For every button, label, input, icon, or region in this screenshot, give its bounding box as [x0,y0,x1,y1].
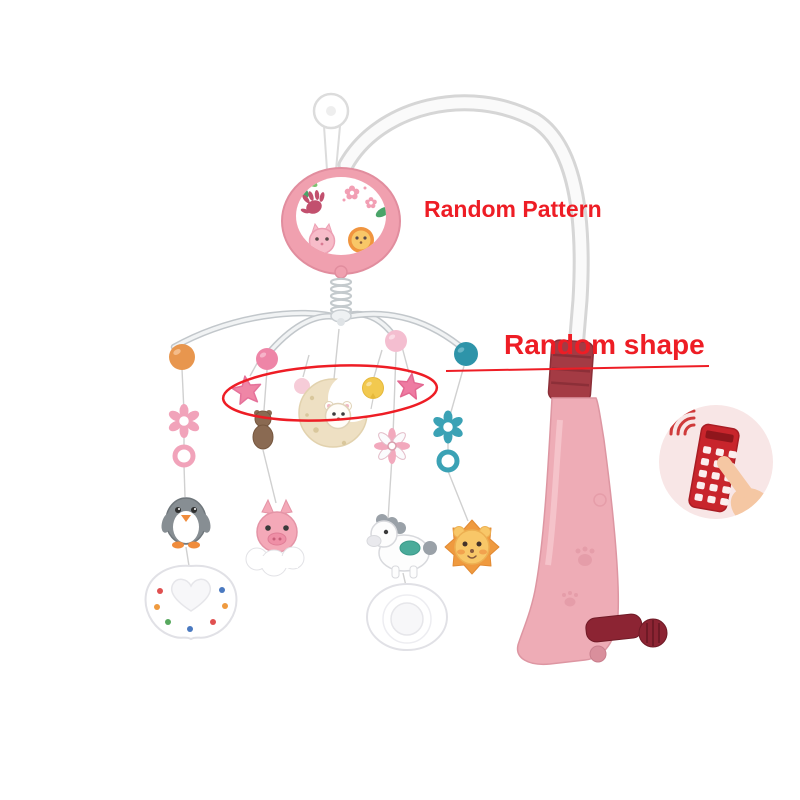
hanging-arm [337,94,590,357]
random-shape-label: Random shape [504,329,705,360]
balloon-toy [362,377,384,410]
random-shape-circle [221,364,439,422]
music-box [281,167,401,279]
lion-rattle [444,519,500,575]
lion-face-icon [348,227,374,253]
random-pattern-label: Random Pattern [424,196,602,222]
spring-connector [329,277,353,315]
random-shape-toys [231,372,425,448]
apple-teether [366,583,448,651]
paw-print-icon [562,493,607,607]
ceiling-hook [312,92,350,171]
cloud-icon [245,546,305,577]
stand-arm [516,397,620,666]
music-box-screen [297,179,386,255]
heart-teether [144,564,238,641]
flower-rattle-teal [433,410,463,473]
flower-rattle-pink [168,404,200,468]
hand-pattern-icon [300,190,325,214]
cat-face-icon [308,222,336,255]
teddy-rattle [252,410,274,450]
pig-rattle [245,498,305,577]
stand-clamp [585,613,668,663]
moon-bear-toy [298,374,376,448]
pinwheel-rattle [374,428,410,464]
hanging-balls [169,330,478,394]
remote-inset [659,405,773,519]
horse-rattle [366,514,437,579]
mobile-crossbar [170,309,470,359]
random-shape-underline [445,365,710,372]
flower-pattern-icon [342,185,377,209]
star-toy-left [231,375,262,405]
penguin-rattle [161,497,211,549]
star-toy-right [397,372,425,400]
annotation-marks [221,364,710,422]
remote-control-icon [688,423,740,513]
